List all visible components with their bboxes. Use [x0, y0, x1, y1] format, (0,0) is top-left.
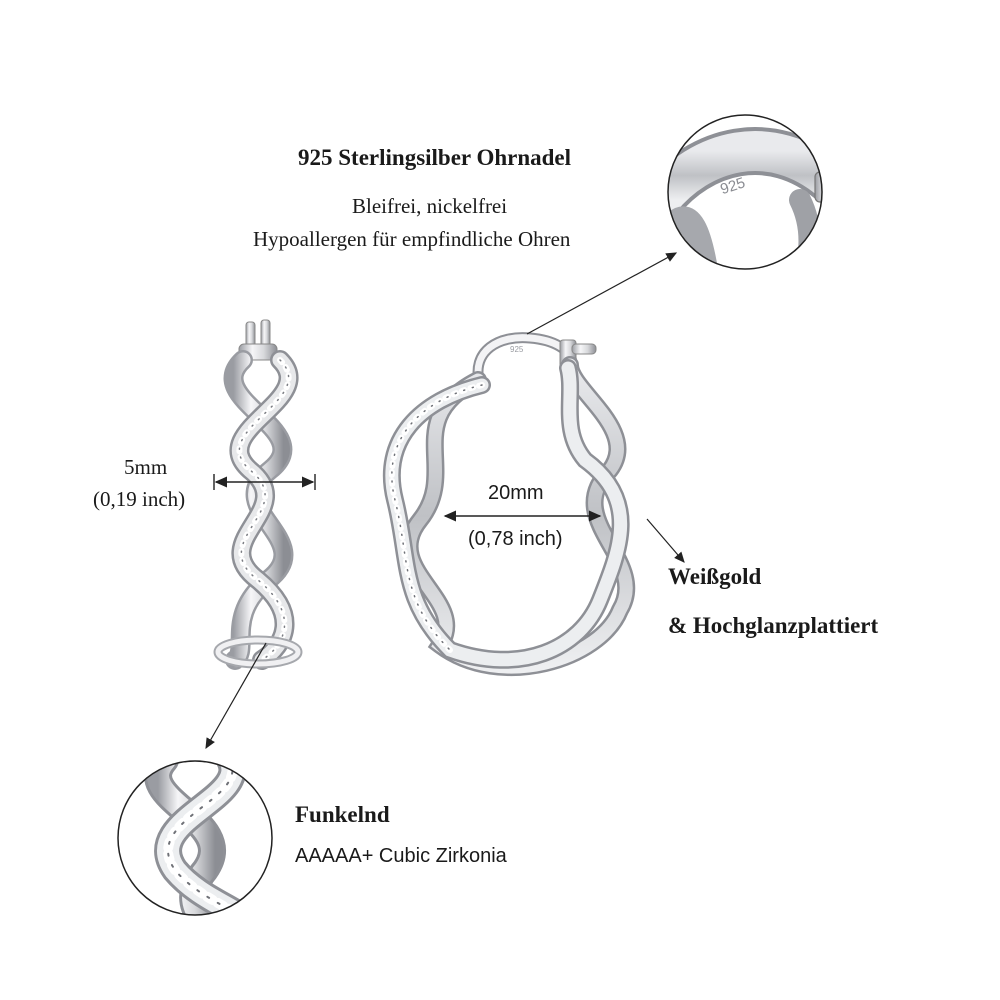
stone-subtitle: AAAAA+ Cubic Zirkonia [295, 845, 507, 867]
clasp-line-2: Hypoallergen für empfindliche Ohren [253, 227, 571, 251]
clasp-stamp: 925 [718, 174, 747, 198]
diameter-value: 20mm [488, 482, 544, 504]
side-view-earring [213, 319, 303, 670]
clasp-leader-arrow [526, 252, 678, 335]
clasp-line-1: Bleifrei, nickelfrei [352, 194, 508, 218]
finish-line-2: & Hochglanzplattiert [668, 613, 879, 638]
stone-title: Funkelnd [295, 802, 390, 827]
width-inch: (0,19 inch) [93, 487, 186, 511]
front-view-hoop-earring: 925 [382, 332, 636, 676]
clasp-title: 925 Sterlingsilber Ohrnadel [298, 145, 572, 170]
clasp-zoom-circle: 925 [667, 114, 823, 270]
stone-zoom-circle [117, 760, 273, 916]
width-value: 5mm [124, 455, 168, 479]
width-dimension-line [213, 474, 316, 490]
finish-line-1: Weißgold [668, 564, 762, 589]
finish-leader-arrow [646, 518, 685, 563]
hoop-stamp: 925 [510, 345, 524, 354]
diameter-inch: (0,78 inch) [468, 528, 563, 550]
stone-leader-arrow [205, 642, 267, 750]
